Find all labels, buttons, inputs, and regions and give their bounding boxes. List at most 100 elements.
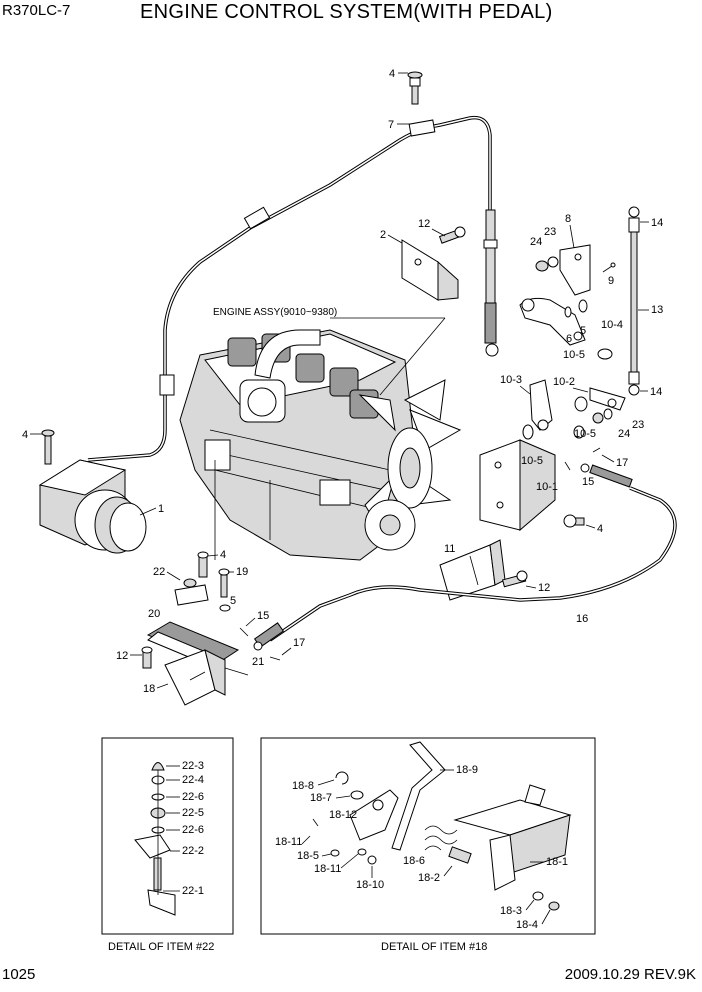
washer-icon (219, 604, 231, 612)
callout: 5 (580, 325, 586, 337)
callout: 12 (116, 650, 128, 662)
ring-icon (574, 396, 588, 412)
lever-10-3 (529, 379, 553, 431)
detail-label: 22-6 (182, 824, 204, 836)
callout: 7 (388, 119, 394, 131)
actuator-1 (38, 459, 147, 554)
pedal-bracket-18 (164, 649, 226, 706)
cable-clamp (408, 119, 436, 137)
detail-label: 18-8 (292, 780, 314, 792)
callout: 11 (444, 543, 455, 555)
ring-icon (522, 424, 534, 440)
model-number: R370LC-7 (2, 2, 71, 19)
rod-13 (628, 206, 640, 396)
detail-18-labels: 18-9 18-8 18-7 18-12 18-11 18-5 18-11 18… (275, 764, 568, 931)
cable-clamp (159, 374, 175, 396)
callout: 12 (418, 218, 430, 230)
detail-label: 18-5 (297, 850, 319, 862)
bolt-icon (218, 568, 230, 598)
rod-21 (224, 667, 249, 676)
callout: 10-5 (574, 428, 596, 440)
ring-icon (573, 425, 585, 439)
callout: 12 (538, 582, 550, 594)
detail-label: 18-11 (314, 863, 341, 875)
callout: 20 (148, 608, 160, 620)
washer-icon (603, 408, 613, 420)
bolt-icon (563, 514, 585, 528)
cable-end-15 (580, 463, 633, 488)
washer-icon (564, 306, 572, 318)
callout: 23 (544, 226, 556, 238)
callout: 17 (616, 457, 628, 469)
bolt-icon (407, 71, 423, 105)
pin-icon (592, 447, 601, 453)
detail-label: 18-6 (403, 855, 425, 867)
callout: 6 (566, 333, 572, 345)
plate-10-1 (479, 439, 556, 532)
callout: 10-5 (521, 455, 543, 467)
page-number: 1025 (2, 966, 36, 983)
bracket-2 (401, 239, 459, 301)
detail-label: 18-7 (310, 792, 332, 804)
callout: 9 (608, 275, 614, 287)
washer-icon (578, 299, 588, 313)
lever-bracket-8 (559, 244, 591, 296)
detail-label: 18-10 (356, 879, 384, 891)
date-revision: 2009.10.29 REV.9K (564, 966, 696, 983)
bracket-22 (174, 578, 209, 606)
detail-label: 18-3 (500, 905, 522, 917)
engine-label: ENGINE ASSY(9010~9380) (213, 307, 337, 318)
callout: 10-4 (601, 319, 623, 331)
callout: 4 (220, 549, 226, 561)
detail-18-frame (260, 737, 596, 935)
callout: 10-2 (553, 376, 575, 388)
bolt-icon (438, 226, 466, 244)
bolt-icon (141, 646, 153, 669)
callout: 8 (565, 213, 571, 225)
detail-label: 22-4 (182, 774, 204, 786)
lever-6 (519, 297, 586, 346)
callout: 15 (257, 610, 269, 622)
bolt-icon (501, 570, 528, 588)
callout-labels: 4 7 12 2 8 23 24 14 9 13 5 6 10-4 10-5 1… (22, 68, 663, 695)
detail-label: 18-1 (546, 856, 568, 868)
callout: 21 (252, 656, 264, 668)
callout: 16 (576, 613, 588, 625)
detail-label: 18-12 (329, 809, 357, 821)
detail-label: 18-9 (456, 764, 478, 776)
callout: 13 (651, 304, 663, 316)
detail-18-parts (312, 741, 572, 911)
detail-label: 18-4 (516, 919, 538, 931)
callout: 17 (293, 637, 305, 649)
detail-label: 22-2 (182, 845, 204, 857)
callout: 5 (230, 595, 236, 607)
callout: 2 (380, 229, 386, 241)
callout: 14 (650, 386, 662, 398)
callout: 23 (632, 419, 644, 431)
pin-icon (564, 461, 571, 471)
pin-icon (269, 656, 281, 661)
page-title: ENGINE CONTROL SYSTEM(WITH PEDAL) (140, 1, 553, 23)
callout: 24 (618, 428, 630, 440)
callout: 4 (389, 68, 395, 80)
callout: 24 (530, 236, 542, 248)
bracket-11 (439, 539, 506, 601)
cable-rod-end (483, 209, 499, 357)
nut-icon (592, 412, 604, 424)
callout: 15 (582, 476, 594, 488)
callout: 10-3 (500, 374, 522, 386)
cable-end (253, 622, 285, 651)
lever-10-2 (589, 387, 626, 411)
detail-label: 18-2 (418, 872, 440, 884)
callout: 10-1 (536, 481, 558, 493)
detail-22-labels: 22-3 22-4 22-6 22-5 22-6 22-2 22-1 (163, 760, 204, 897)
detail-label: 22-6 (182, 791, 204, 803)
callout: 18 (143, 683, 155, 695)
bolt-icon (197, 551, 209, 578)
pin-icon (239, 627, 249, 637)
ring-icon (597, 348, 613, 360)
callout: 19 (236, 566, 248, 578)
callout: 4 (597, 523, 603, 535)
detail-22-caption: DETAIL OF ITEM #22 (108, 941, 214, 953)
